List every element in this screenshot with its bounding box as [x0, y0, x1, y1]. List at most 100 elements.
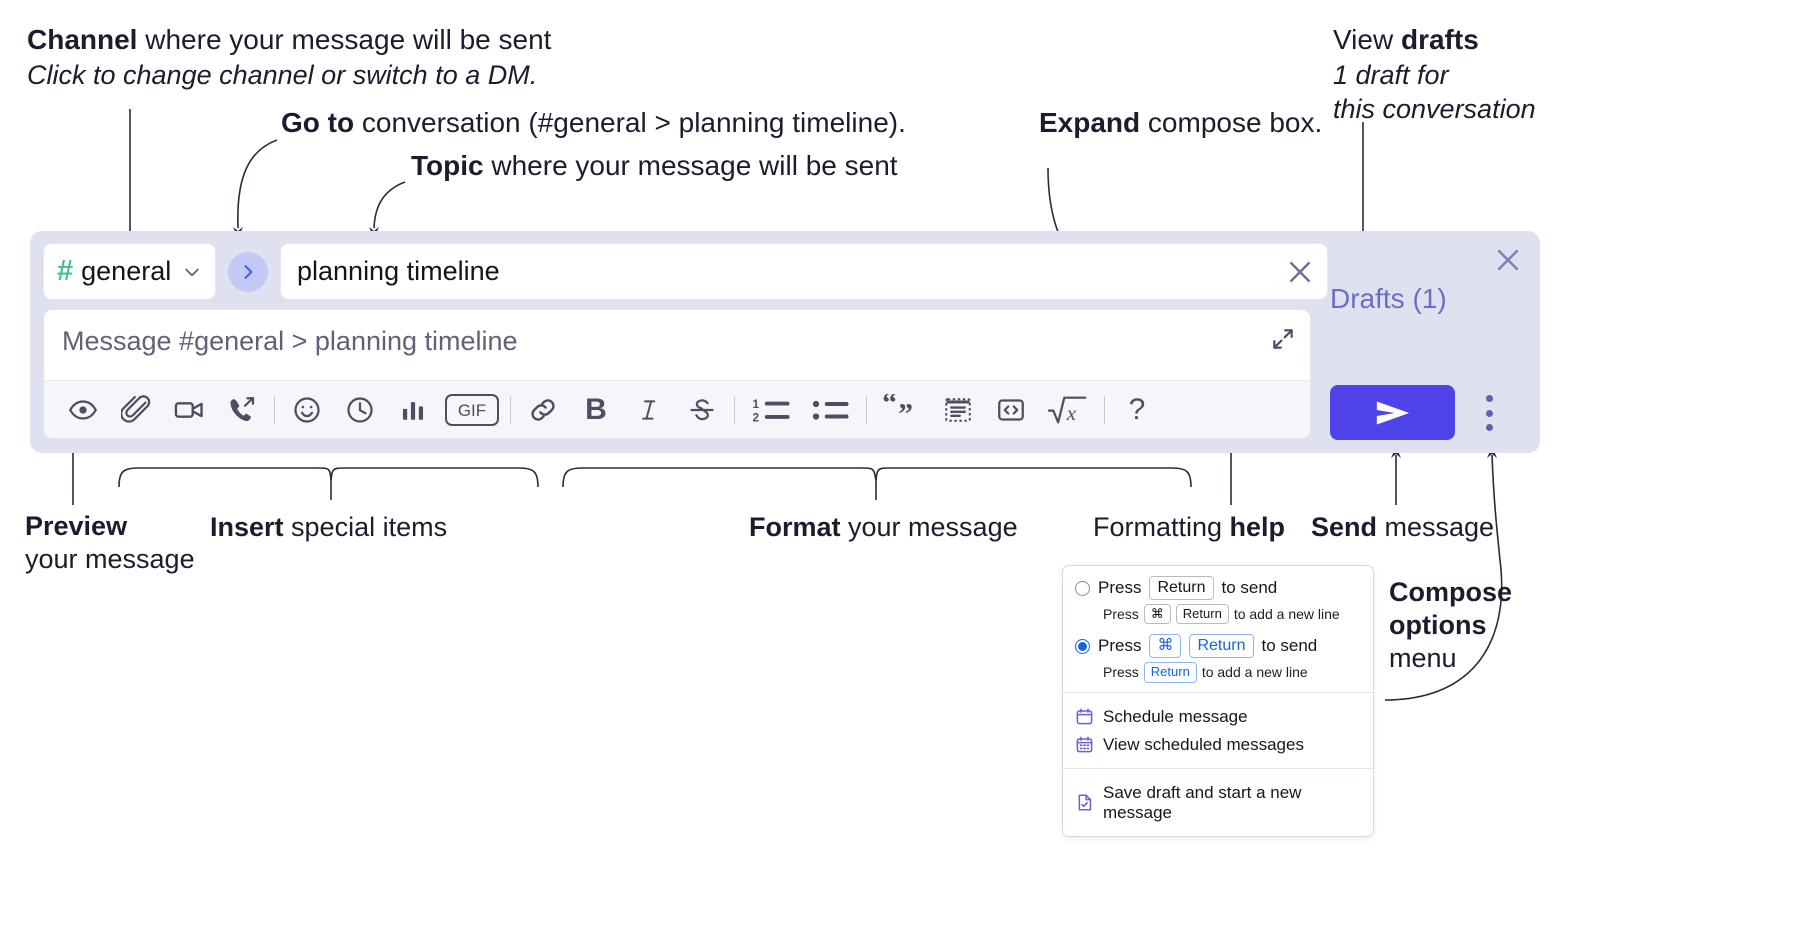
menu-item-label: View scheduled messages	[1103, 734, 1304, 754]
radio-option-return[interactable]: Press Return to send	[1075, 576, 1361, 600]
svg-text:”: ”	[898, 398, 913, 425]
close-icon[interactable]	[1493, 245, 1523, 275]
blockquote-button[interactable]: “ ”	[876, 387, 928, 433]
schedule-section: Schedule message View scheduled messages	[1063, 691, 1373, 768]
create-poll-button[interactable]	[390, 387, 436, 433]
video-camera-icon	[174, 401, 203, 418]
inline-code-button[interactable]	[988, 387, 1034, 433]
bulleted-list-button[interactable]	[805, 387, 857, 433]
paperclip-icon	[121, 394, 151, 423]
annotation-drafts: View drafts 1 draft for this conversatio…	[1333, 22, 1536, 127]
key-return: Return	[1149, 576, 1214, 600]
bold-button[interactable]: B	[573, 387, 619, 433]
insert-gif-button[interactable]: GIF	[443, 387, 501, 433]
radio-action-label: to send	[1221, 578, 1278, 597]
menu-item-label: Schedule message	[1103, 706, 1248, 726]
radio-button-selected[interactable]	[1075, 638, 1090, 654]
annotation-expand: Expand compose box.	[1039, 105, 1322, 141]
radio-action-label: to send	[1261, 636, 1318, 656]
annotation-compose-bold1: Compose	[1389, 577, 1513, 607]
compose-options-button[interactable]	[1476, 392, 1502, 434]
topic-input[interactable]: planning timeline	[280, 243, 1328, 300]
annotation-expand-rest: compose box.	[1140, 107, 1323, 138]
calendar-icon	[1075, 707, 1094, 726]
clock-icon	[347, 396, 373, 423]
annotation-channel-rest: where your message will be sent	[137, 24, 552, 55]
ordered-list-button[interactable]: 1 2	[744, 387, 798, 433]
channel-picker[interactable]: # general	[43, 243, 216, 300]
annotation-preview: Preview your message	[25, 510, 225, 576]
svg-text:x: x	[1066, 400, 1077, 424]
goto-conversation-button[interactable]	[228, 251, 268, 292]
svg-text:GIF: GIF	[458, 401, 486, 420]
expand-icon[interactable]	[1270, 326, 1296, 352]
menu-item-save-draft[interactable]: Save draft and start a new message	[1075, 779, 1361, 827]
key-return: Return	[1143, 662, 1197, 683]
message-placeholder: Message #general > planning timeline	[62, 326, 518, 356]
annotation-fmthelp-pre: Formatting	[1093, 512, 1230, 542]
emoji-button[interactable]	[284, 387, 330, 433]
toolbar-separator	[1104, 395, 1105, 424]
sub-action-label: to add a new line	[1201, 664, 1308, 681]
annotation-send-rest: message	[1377, 512, 1495, 542]
draft-section: Save draft and start a new message	[1063, 767, 1373, 836]
annotation-compose-rest: menu	[1389, 642, 1457, 673]
toolbar-separator	[866, 395, 867, 424]
chevron-down-icon	[182, 262, 202, 282]
annotation-goto-bold: Go to	[281, 107, 355, 138]
math-expression-button[interactable]: x	[1041, 387, 1095, 433]
record-video-clip-button[interactable]	[166, 387, 212, 433]
phone-forward-icon	[230, 396, 255, 421]
preview-message-button[interactable]	[60, 387, 106, 433]
radio-button[interactable]	[1075, 580, 1090, 596]
annotation-expand-bold: Expand	[1039, 107, 1141, 138]
record-audio-clip-button[interactable]	[219, 387, 265, 433]
menu-item-view-scheduled-messages[interactable]: View scheduled messages	[1075, 731, 1361, 759]
compose-options-menu: Press Return to send Press ⌘ Return to a…	[1062, 565, 1374, 837]
code-block-icon	[945, 397, 971, 422]
chevron-right-icon	[244, 264, 253, 279]
svg-text:“: “	[882, 394, 897, 419]
schedule-reminder-button[interactable]	[337, 387, 383, 433]
radio-option-cmd-return[interactable]: Press ⌘ Return to send	[1075, 634, 1361, 659]
italic-button[interactable]	[626, 387, 672, 433]
radio-press-label: Press	[1098, 578, 1142, 597]
message-input-box[interactable]: Message #general > planning timeline	[43, 309, 1311, 439]
sub-press-label: Press	[1103, 606, 1139, 623]
formatting-help-button[interactable]: ?	[1114, 387, 1160, 433]
insert-link-button[interactable]	[520, 387, 566, 433]
code-block-button[interactable]	[935, 387, 981, 433]
key-command: ⌘	[1149, 634, 1182, 659]
annotation-send: Send message	[1311, 510, 1494, 545]
strikethrough-button[interactable]	[679, 387, 725, 433]
annotation-topic-rest: where your message will be sent	[483, 150, 898, 181]
menu-item-schedule-message[interactable]: Schedule message	[1075, 703, 1361, 731]
vertical-dots-icon	[1485, 424, 1493, 431]
blockquote-icon: “ ”	[882, 394, 913, 426]
annotation-preview-bold: Preview	[25, 511, 128, 541]
svg-text:1: 1	[752, 398, 759, 411]
hash-icon: #	[57, 255, 74, 287]
key-return: Return	[1175, 604, 1229, 625]
key-command: ⌘	[1143, 604, 1171, 625]
annotation-formatting-help: Formatting help	[1093, 510, 1285, 545]
close-icon[interactable]	[1285, 257, 1315, 287]
attach-file-button[interactable]	[113, 387, 159, 433]
annotation-goto-rest: conversation (#general > planning timeli…	[354, 107, 906, 138]
annotation-preview-rest: your message	[25, 543, 195, 574]
send-message-button[interactable]	[1330, 385, 1455, 440]
annotation-insert-rest: special items	[283, 512, 448, 542]
annotation-topic-bold: Topic	[411, 150, 484, 181]
drafts-link[interactable]: Drafts (1)	[1330, 283, 1447, 314]
bulleted-list-icon	[812, 400, 849, 420]
eye-icon	[68, 399, 98, 420]
calendar-grid-icon	[1075, 735, 1094, 754]
toolbar-separator	[510, 395, 511, 424]
annotation-format-bold: Format	[749, 512, 841, 542]
menu-item-label: Save draft and start a new message	[1103, 782, 1302, 822]
annotation-send-bold: Send	[1311, 512, 1378, 542]
send-shortcut-section: Press Return to send Press ⌘ Return to a…	[1063, 566, 1373, 692]
sub-press-label: Press	[1103, 664, 1139, 681]
radio-option-return-sub: Press ⌘ Return to add a new line	[1103, 604, 1361, 625]
